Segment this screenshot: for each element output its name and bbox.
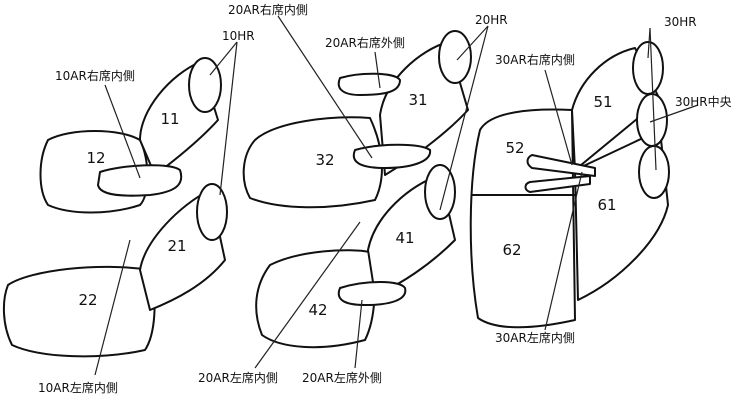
part-51: 51 [593,93,612,111]
seat-cushion-22 [2,265,156,358]
headrest-20hr-lower [424,164,456,220]
label-20ar-right-outer: 20AR右席外側 [325,35,405,50]
armrest-30ar-right-inner [526,154,596,177]
label-20ar-right-inner: 20AR右席内側 [228,2,308,17]
row2-right-seat [242,30,472,209]
armrest-20ar-right-outer [337,72,401,96]
part-41: 41 [395,229,414,247]
seat-cushion-32 [242,116,383,209]
label-20ar-left-outer: 20AR左席外側 [302,370,382,385]
headrest-10hr-lower [196,183,228,241]
label-30ar-left-inner: 30AR左席内側 [495,330,575,345]
armrest-30ar-left-inner [524,175,591,193]
headrest-30hr-lower [638,145,670,199]
label-10ar-right-inner: 10AR右席内側 [55,68,135,83]
part-12: 12 [86,149,105,167]
label-30hr-center: 30HR中央 [675,94,732,109]
part-42: 42 [308,301,327,319]
label-10ar-left-inner: 10AR左席内側 [38,380,118,395]
label-20hr: 20HR [475,13,508,27]
part-11: 11 [160,110,179,128]
row2-left-seat [255,164,456,349]
part-61: 61 [597,196,616,214]
part-62: 62 [502,241,521,259]
part-21: 21 [167,237,186,255]
part-31: 31 [408,91,427,109]
label-10hr: 10HR [222,29,255,43]
armrest-10ar-right-inner [97,164,183,197]
row3-bench-seat [469,41,670,329]
label-30ar-right-inner: 30AR右席内側 [495,52,575,67]
armrest-20ar-right-inner [352,143,432,169]
part-32: 32 [315,151,334,169]
part-22: 22 [78,291,97,309]
armrest-20ar-left-outer [337,281,407,306]
part-52: 52 [505,139,524,157]
label-30hr: 30HR [664,15,697,29]
headrest-30hr-center [636,93,668,147]
headrest-10hr-upper [188,57,222,113]
headrest-20hr-upper [438,30,472,84]
label-20ar-left-inner: 20AR左席内側 [198,370,278,385]
leader-lines [94,15,699,376]
